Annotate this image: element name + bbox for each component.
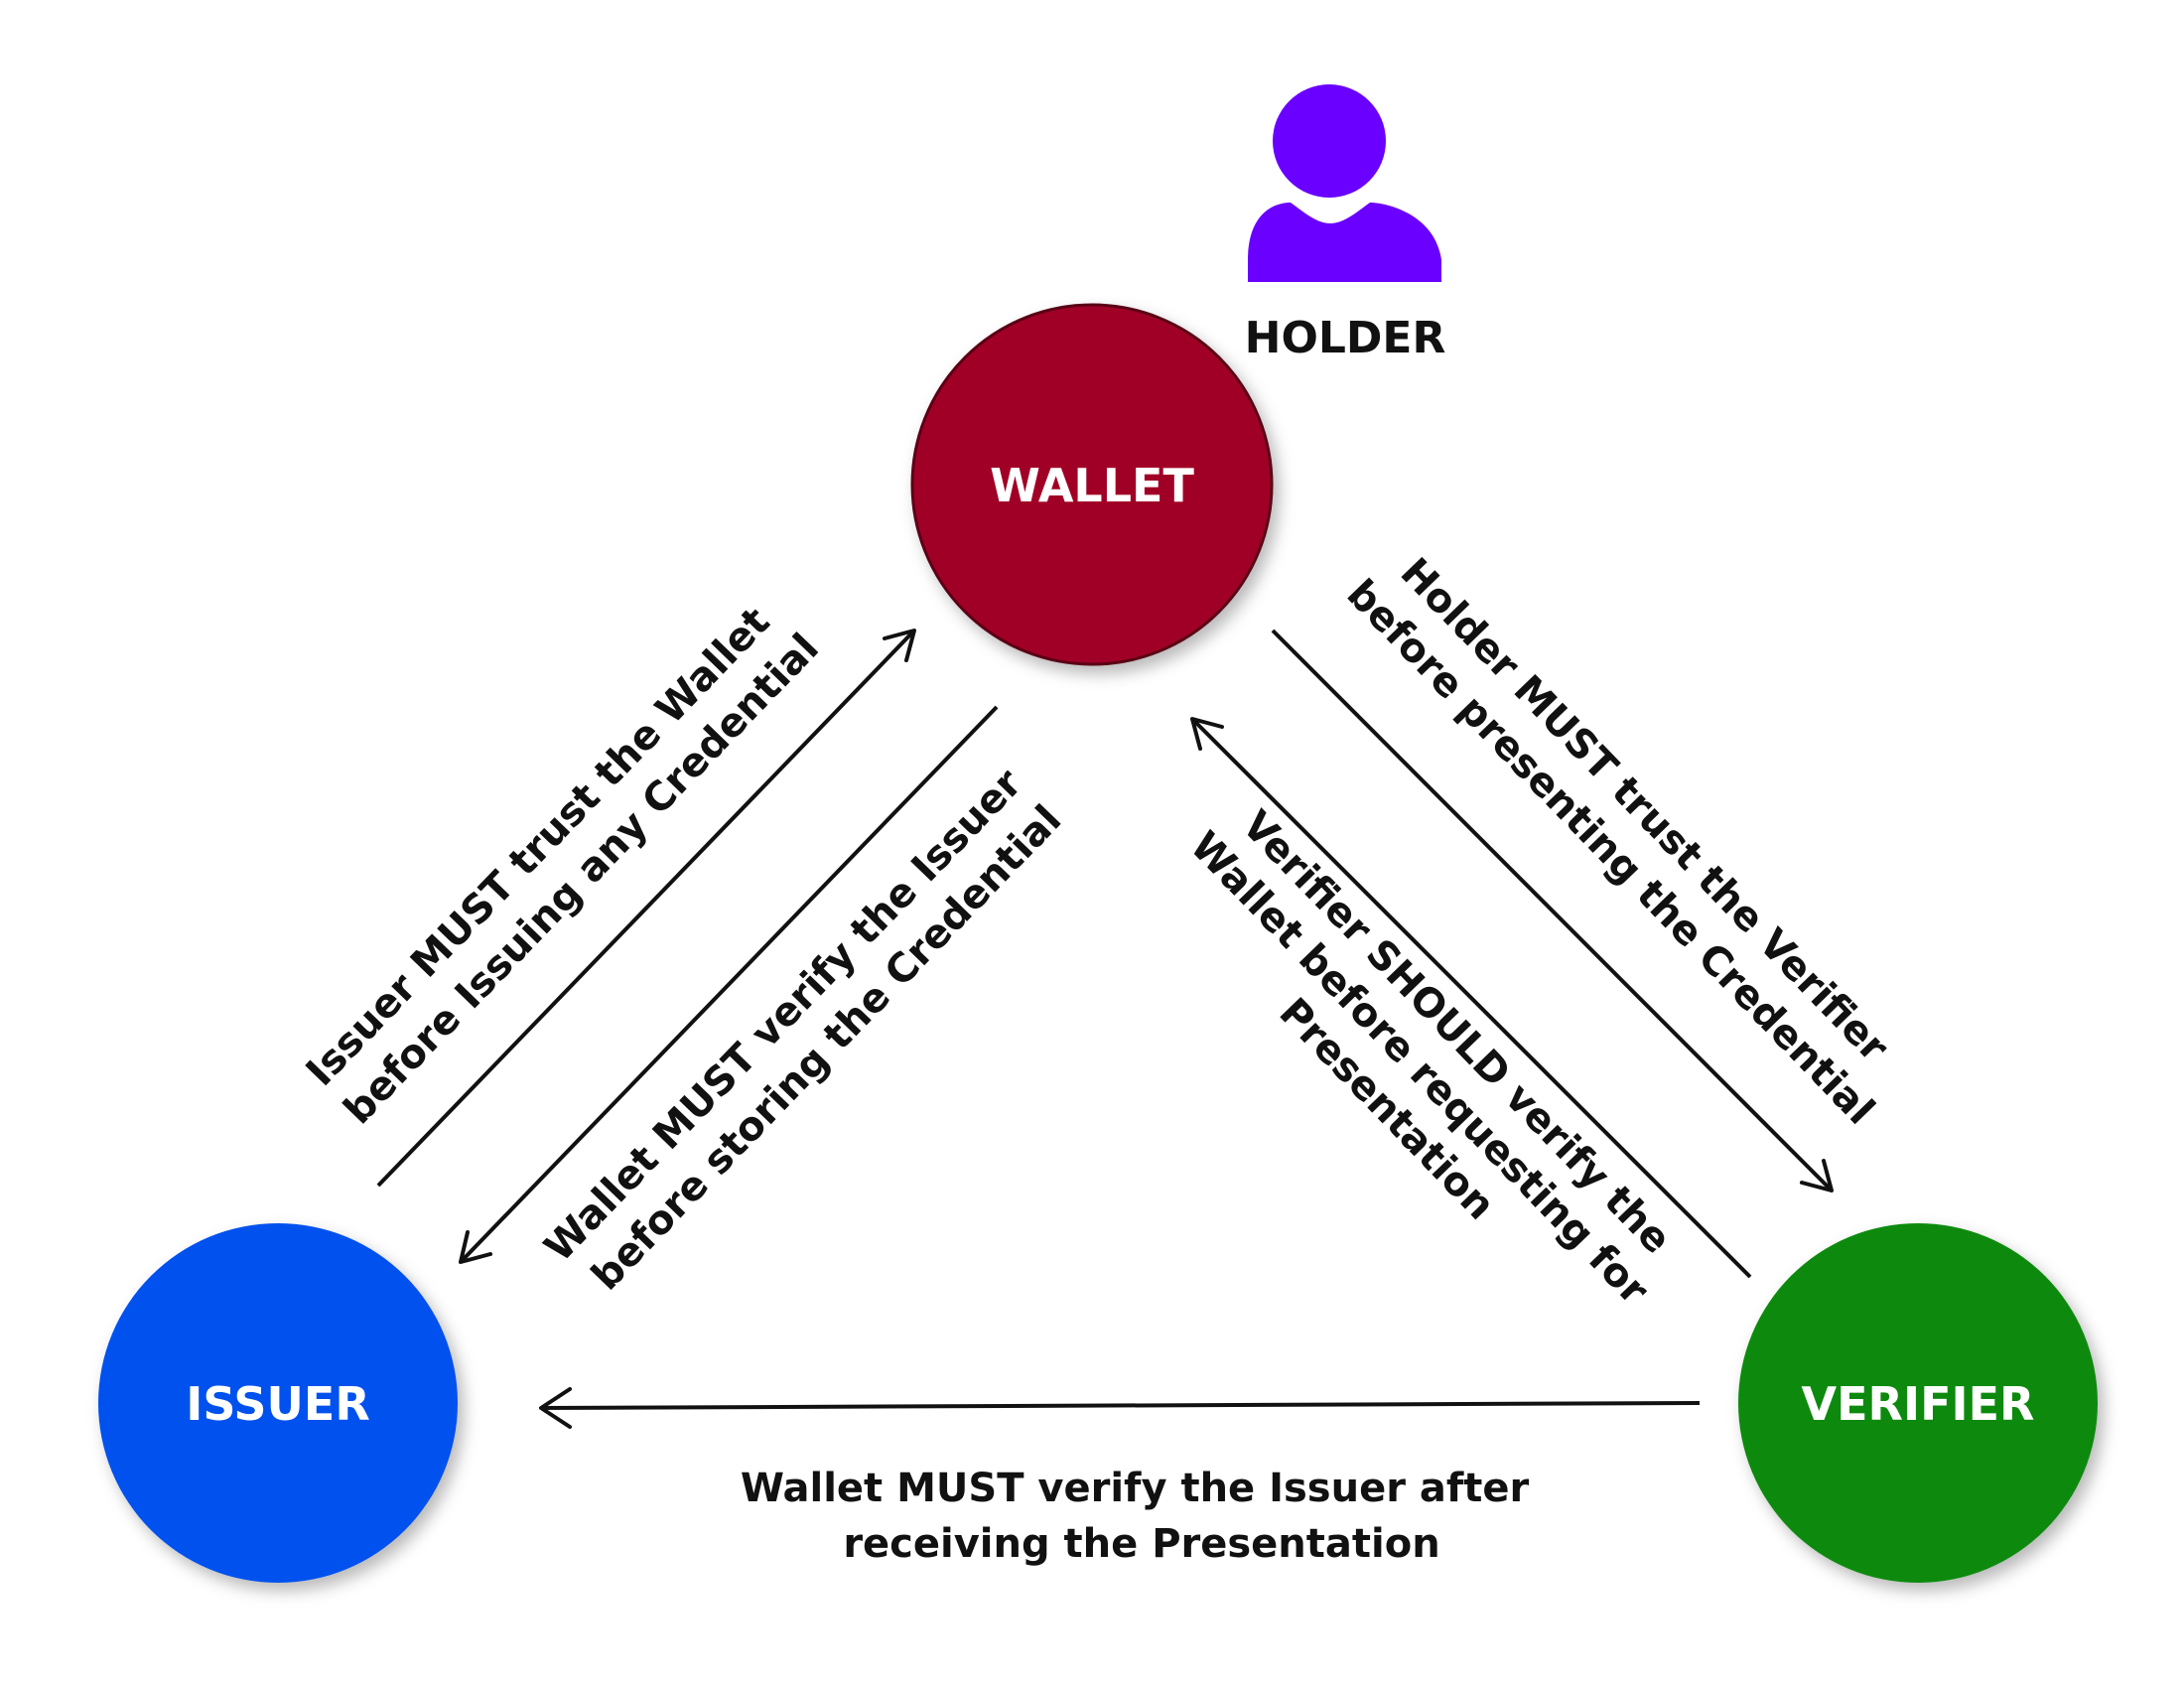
edge-line-1: Wallet MUST verify the Issuer after — [741, 1466, 1530, 1511]
person-icon — [1248, 84, 1441, 282]
edge-label-verifier-to-issuer: Wallet MUST verify the Issuer after rece… — [741, 1466, 1543, 1567]
edge-line-2: before storing the Credential — [583, 796, 1070, 1299]
arrow-wallet-to-verifier — [1271, 629, 1834, 1193]
issuer-label: ISSUER — [186, 1377, 370, 1431]
arrow-wallet-to-issuer — [459, 705, 999, 1264]
verifier-node: VERIFIER — [1738, 1223, 2098, 1583]
edge-line-2: receiving the Presentation — [843, 1521, 1439, 1567]
verifier-label: VERIFIER — [1802, 1377, 2035, 1431]
arrow-verifier-to-issuer — [539, 1387, 1701, 1429]
wallet-node: WALLET — [910, 303, 1274, 666]
issuer-node: ISSUER — [98, 1223, 458, 1583]
holder-label: HOLDER — [1245, 313, 1446, 363]
arrow-verifier-to-wallet — [1190, 717, 1752, 1279]
wallet-label: WALLET — [990, 459, 1194, 512]
arrow-issuer-to-wallet — [376, 629, 916, 1188]
edge-line-2: Wallet before requesting for — [1181, 823, 1657, 1314]
